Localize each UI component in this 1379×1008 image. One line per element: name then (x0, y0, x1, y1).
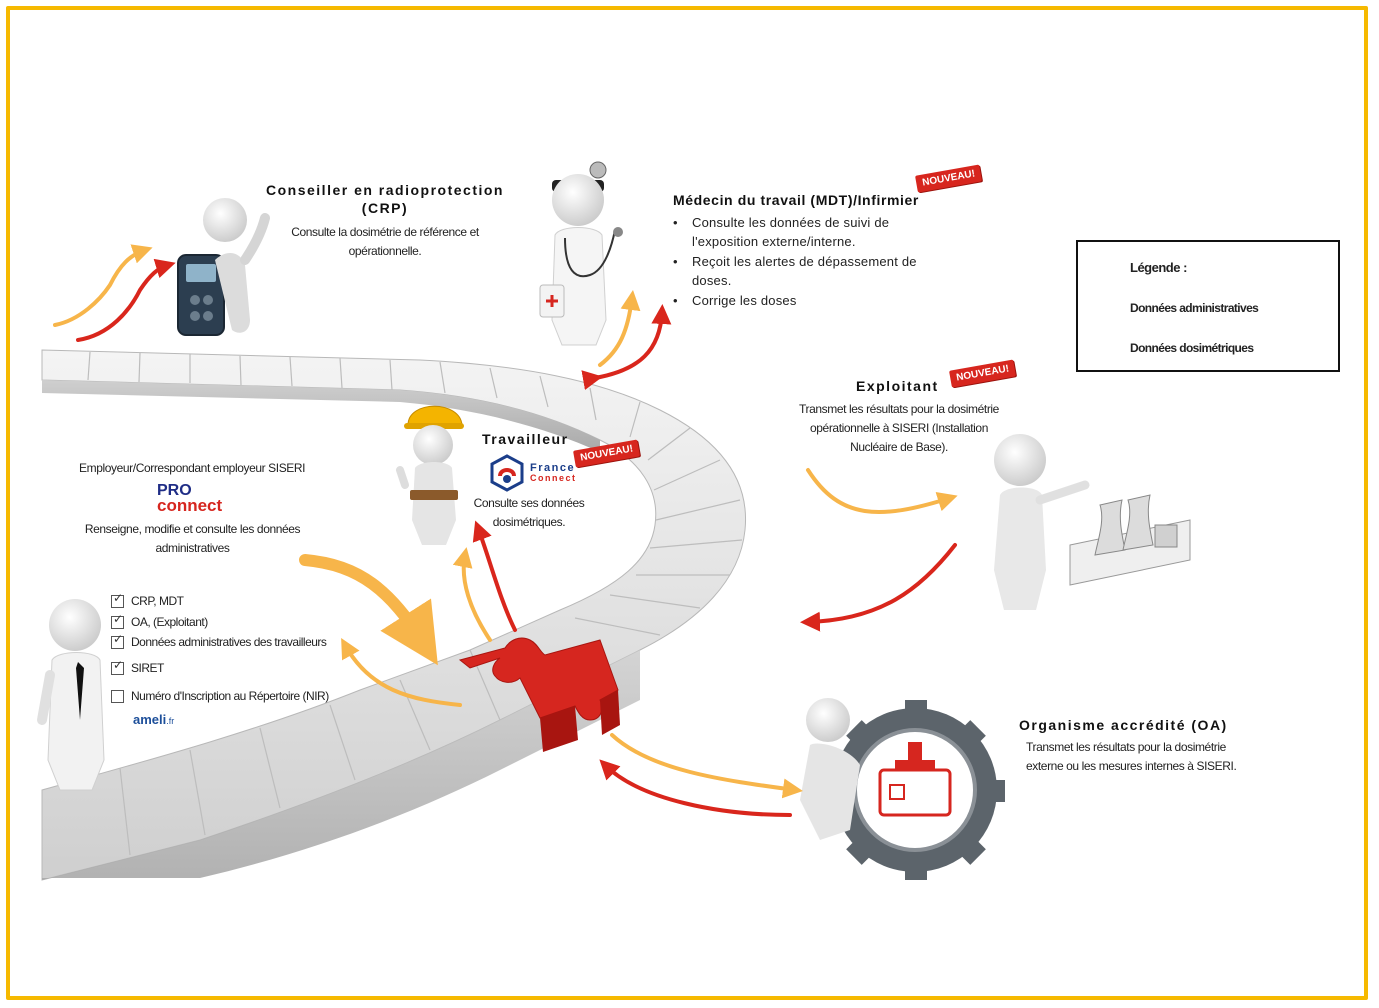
checklist-item: ✓ SIRET (111, 659, 164, 676)
oa-description: Transmet les résultats pour la dosimétri… (1026, 738, 1237, 776)
checklist-label: OA, (Exploitant) (131, 615, 208, 629)
travailleur-title: Travailleur (482, 431, 569, 447)
employer-figure (37, 599, 105, 791)
oa-desc-line2: externe ou les mesures internes à SISERI… (1026, 759, 1237, 773)
ameli-logo-main: ameli (133, 712, 167, 727)
checked-box-icon: ✓ (111, 633, 124, 650)
franceconnect-line1: France (530, 462, 576, 474)
oa-title: Organisme accrédité (OA) (1019, 717, 1228, 733)
oa-figure (800, 698, 1005, 880)
bullet-glyph: • (673, 215, 678, 230)
mdt-bullet-text: Corrige les doses (692, 293, 797, 308)
doctor-figure (539, 161, 623, 346)
puzzle-road (41, 349, 747, 881)
checklist-item: Numéro d'Inscription au Répertoire (NIR) (111, 689, 329, 704)
mdt-bullet-text: Reçoit les alertes de dépassement de dos… (692, 254, 917, 288)
mdt-title: Médecin du travail (MDT)/Infirmier (673, 192, 919, 208)
franceconnect-line2: Connect (530, 473, 577, 483)
franceconnect-logo-text: France Connect (530, 462, 577, 484)
checklist-label: Numéro d'Inscription au Répertoire (NIR) (131, 689, 329, 703)
exploitant-description: Transmet les résultats pour la dosimétri… (784, 400, 1014, 457)
exploitant-title: Exploitant (856, 378, 939, 394)
page-frame (6, 6, 1368, 1000)
exploitant-figure (994, 434, 1191, 610)
crp-title-line2: (CRP) (361, 200, 409, 216)
checklist-item: ✓ Données administratives des travailleur… (111, 633, 327, 650)
checklist-item: ✓ OA, (Exploitant) (111, 613, 208, 630)
exploitant-desc-line1: Transmet les résultats pour la dosimétri… (799, 402, 999, 416)
travailleur-desc-line2: dosimétriques. (492, 515, 566, 529)
mdt-bullet-item: • Consulte les données de suivi de l'expo… (673, 213, 938, 251)
exploitant-desc-line3: Nucléaire de Base). (850, 440, 948, 454)
red-puzzle-piece (458, 637, 619, 721)
crp-title: Conseiller en radioprotection (CRP) (250, 182, 520, 216)
mdt-bullet-item: • Reçoit les alertes de dépassement de do… (673, 252, 938, 290)
proconnect-line1: PRO (157, 482, 192, 499)
crp-desc-line2: opérationnelle. (348, 244, 422, 258)
legend-title: Légende : (1130, 260, 1187, 275)
checklist-item: ✓ CRP, MDT (111, 592, 184, 609)
crp-title-line1: Conseiller en radioprotection (266, 182, 504, 198)
exploitant-desc-line2: opérationnelle à SISERI (Installation (810, 421, 988, 435)
checklist-label: SIRET (131, 661, 164, 675)
checklist-label: CRP, MDT (131, 594, 184, 608)
worker-figure (396, 405, 464, 545)
checked-box-icon: ✓ (111, 592, 124, 609)
proconnect-line2: connect (157, 496, 223, 515)
oa-desc-line1: Transmet les résultats pour la dosimétri… (1026, 740, 1226, 754)
employeur-title: Employeur/Correspondant employeur SISERI (79, 461, 306, 475)
empty-checkbox-icon (111, 690, 124, 704)
travailleur-description: Consulte ses données dosimétriques. (463, 494, 595, 532)
checked-box-icon: ✓ (111, 613, 124, 630)
legend-administrative: Données administratives (1130, 301, 1259, 315)
employeur-description: Renseigne, modifie et consulte les donné… (75, 520, 310, 558)
legend-box: Légende : Données administratives Donnée… (1076, 240, 1340, 372)
checked-box-icon: ✓ (111, 659, 124, 676)
mdt-bullet-item: • Corrige les doses (673, 291, 938, 310)
ameli-logo: ameli.fr (133, 712, 174, 727)
crp-figure (177, 198, 270, 336)
travailleur-desc-line1: Consulte ses données (473, 496, 585, 510)
ameli-logo-suffix: .fr (166, 716, 175, 726)
employeur-desc-line1: Renseigne, modifie et consulte les donné… (84, 522, 301, 536)
proconnect-logo: PRO connect (157, 482, 223, 515)
legend-dosimetric: Données dosimétriques (1130, 341, 1254, 355)
checklist-label: Données administratives des travailleurs (131, 635, 327, 649)
mdt-bullet-list: • Consulte les données de suivi de l'expo… (673, 213, 938, 311)
employeur-desc-line2: administratives (155, 541, 230, 555)
crp-description: Consulte la dosimétrie de référence et o… (270, 223, 500, 261)
mdt-bullet-text: Consulte les données de suivi de l'expos… (692, 215, 890, 249)
bullet-glyph: • (673, 254, 678, 269)
crp-desc-line1: Consulte la dosimétrie de référence et (291, 225, 479, 239)
bullet-glyph: • (673, 293, 678, 308)
franceconnect-logo-icon (488, 454, 526, 492)
